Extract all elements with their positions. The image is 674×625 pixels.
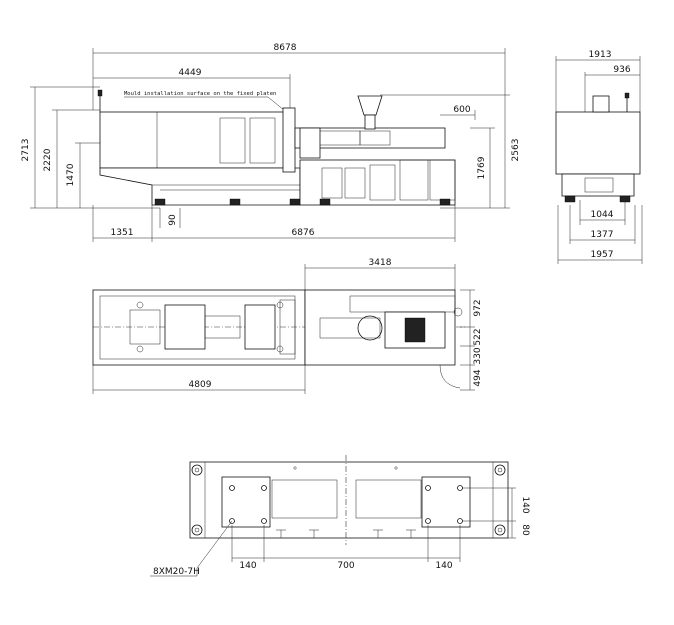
dim-top-494: 494 [473, 369, 483, 386]
top-view: 3418 972 522 330 494 [92, 258, 483, 394]
dim-overall-length: 8678 [274, 43, 297, 53]
dim-top-522: 522 [473, 328, 483, 345]
dim-vertical-140: 140 [520, 496, 530, 513]
fixed-platen [282, 107, 296, 173]
dim-height-total: 2713 [21, 139, 31, 162]
platen-view: 140 700 140 140 80 8XM20-7H [150, 455, 530, 577]
dim-end-width-1377: 1377 [591, 230, 614, 240]
dim-hopper-offset: 600 [453, 105, 470, 115]
dim-top-injection-length: 3418 [369, 258, 392, 268]
injection-base [299, 159, 456, 206]
dim-foot-offset: 90 [168, 214, 178, 226]
dim-hole-center: 700 [337, 561, 354, 571]
dim-end-width-1044: 1044 [591, 210, 614, 220]
dim-base-left: 1351 [111, 228, 134, 238]
hopper [357, 95, 383, 116]
dim-end-width-hopper: 936 [613, 65, 630, 75]
dim-height-hopper: 2563 [511, 139, 521, 162]
end-view-body [555, 111, 641, 175]
dim-top-clamp-length: 4809 [189, 380, 212, 390]
bolt-hole [261, 485, 267, 491]
dim-end-width-top: 1913 [589, 50, 612, 60]
clamp-base [99, 167, 301, 206]
dim-top-330: 330 [473, 347, 483, 364]
bolt-hole [229, 518, 235, 524]
dim-end-width-1957: 1957 [591, 250, 614, 260]
dim-clamp-length: 4449 [179, 68, 202, 78]
thread-spec-label: 8XM20-7H [153, 567, 200, 577]
dim-base-length: 6876 [292, 228, 315, 238]
end-view: 1913 936 1044 1377 1957 [555, 50, 643, 264]
bolt-hole [229, 485, 235, 491]
dim-vertical-80: 80 [520, 524, 530, 536]
bolt-hole [425, 518, 431, 524]
clamp-guard [99, 111, 291, 169]
dim-top-972: 972 [473, 299, 483, 316]
dim-height-injection: 1769 [477, 156, 487, 179]
top-hopper-circle [357, 315, 383, 341]
dim-hole-left: 140 [239, 561, 256, 571]
mould-installation-note: Mould installation surface on the fixed … [124, 91, 276, 97]
bolt-hole [425, 485, 431, 491]
dim-hole-right: 140 [435, 561, 452, 571]
control-panel [299, 127, 321, 159]
bolt-hole [261, 518, 267, 524]
dim-height-3: 1470 [66, 163, 76, 186]
side-view: 8678 4449 Mould installation surface on … [21, 43, 521, 242]
dim-height-2: 2220 [43, 148, 53, 171]
